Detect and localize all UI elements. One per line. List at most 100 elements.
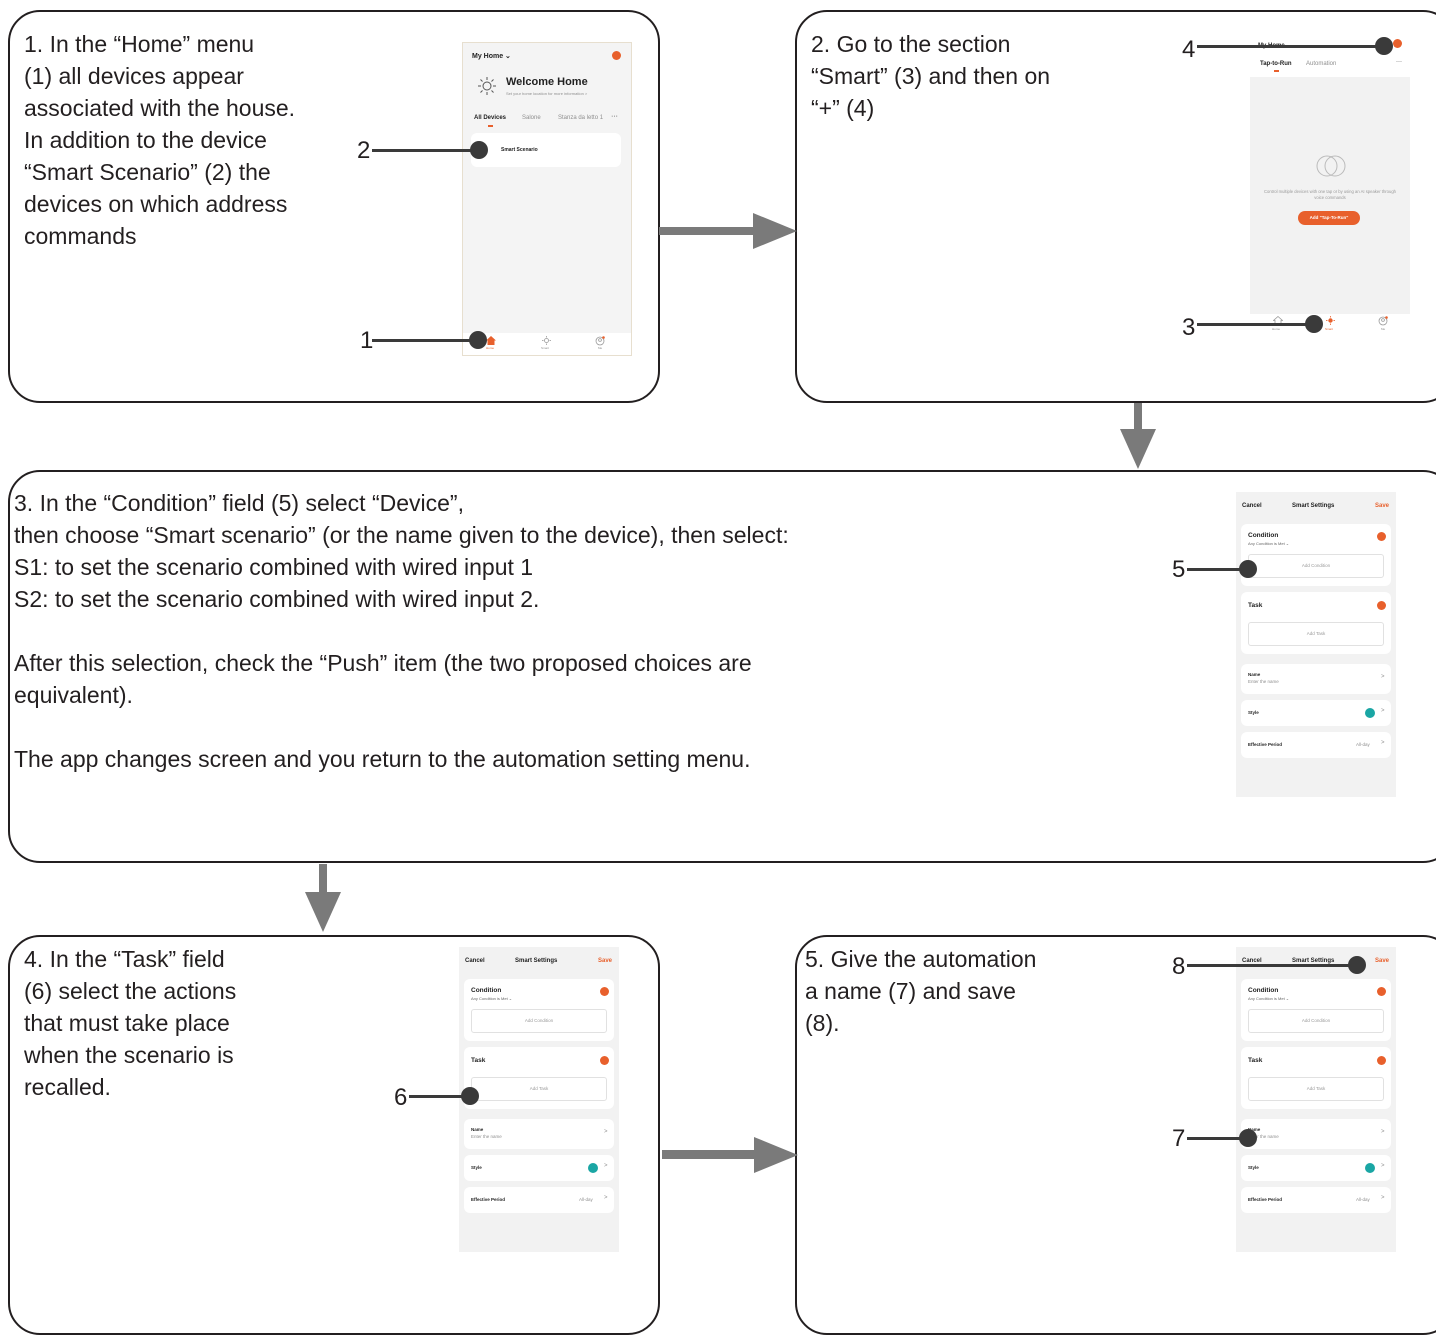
nav-home-label: Home: [1272, 327, 1281, 331]
name-row[interactable]: Name Enter the name >: [1241, 664, 1391, 694]
callout-3: 3: [1182, 314, 1196, 341]
chevron-right-icon: >: [604, 1163, 608, 1169]
add-task-icon[interactable]: [1377, 1056, 1386, 1065]
style-color-dot: [1365, 708, 1375, 718]
style-row[interactable]: Style >: [464, 1155, 614, 1181]
effective-period-row[interactable]: Effective Period All-day >: [1241, 1187, 1391, 1213]
period-value: All-day: [1356, 1197, 1370, 1202]
name-row[interactable]: Name Enter the name >: [464, 1119, 614, 1149]
callout-2: 2: [357, 137, 371, 164]
welcome-title: Welcome Home: [506, 76, 588, 88]
add-task-button[interactable]: Add Task: [471, 1077, 607, 1101]
home-nav-icon[interactable]: [486, 336, 496, 345]
screen-title: Smart Settings: [1292, 503, 1335, 509]
settings-screen: Cancel Smart Settings Save Condition Any…: [1236, 492, 1396, 797]
save-button[interactable]: Save: [598, 958, 613, 964]
add-condition-button[interactable]: Add Condition: [1248, 1009, 1384, 1033]
save-button[interactable]: Save: [1375, 958, 1390, 964]
add-task-button[interactable]: Add Task: [1248, 1077, 1384, 1101]
nav-smart-label: Smart: [1325, 327, 1334, 331]
settings-screen: Cancel Smart Settings Save Condition Any…: [459, 947, 619, 1252]
step-3-panel: [8, 470, 1436, 863]
chevron-right-icon: >: [1381, 674, 1385, 680]
add-task-button[interactable]: Add Task: [1248, 622, 1384, 646]
arrow-down-1: [1120, 403, 1156, 469]
chevron-right-icon: >: [1381, 708, 1385, 714]
more-icon[interactable]: ···: [611, 113, 618, 120]
me-nav-icon[interactable]: [595, 336, 605, 346]
nav-me-label: Me: [1381, 327, 1386, 331]
task-label: Task: [1248, 1057, 1263, 1064]
add-condition-button[interactable]: Add Condition: [471, 1009, 607, 1033]
callout-1: 1: [360, 327, 374, 354]
add-condition-button[interactable]: Add Condition: [1248, 554, 1384, 578]
cancel-button[interactable]: Cancel: [1242, 958, 1262, 964]
welcome-subtitle[interactable]: Set your home location for more informat…: [506, 91, 588, 96]
condition-card: Condition Any Condition is Met ⌄ Add Con…: [1241, 524, 1391, 586]
add-task-icon[interactable]: [1377, 601, 1386, 610]
tab-all-devices[interactable]: All Devices: [474, 115, 507, 121]
style-row[interactable]: Style >: [1241, 700, 1391, 726]
tab-tap-to-run[interactable]: Tap-to-Run: [1260, 61, 1292, 67]
style-color-dot: [588, 1163, 598, 1173]
callout-6-dot: [461, 1087, 479, 1105]
save-button[interactable]: Save: [1375, 503, 1390, 509]
callout-3-line: [1197, 323, 1314, 326]
cancel-button[interactable]: Cancel: [465, 958, 485, 964]
name-field[interactable]: Enter the name: [471, 1134, 502, 1139]
smart-nav-icon[interactable]: [1326, 316, 1335, 325]
style-color-dot: [1365, 1163, 1375, 1173]
tab-underline: [1274, 70, 1279, 72]
add-icon[interactable]: [612, 51, 621, 60]
callout-1-dot: [469, 331, 487, 349]
task-label: Task: [471, 1057, 486, 1064]
arrow-right-1: [659, 213, 797, 249]
name-row[interactable]: Name Enter the name >: [1241, 1119, 1391, 1149]
tab-stanza[interactable]: Stanza da letto 1: [558, 115, 604, 121]
callout-7: 7: [1172, 1125, 1186, 1152]
task-label: Task: [1248, 602, 1263, 609]
tab-salone[interactable]: Salone: [522, 115, 541, 121]
screen-title: Smart Settings: [1292, 958, 1335, 964]
cancel-button[interactable]: Cancel: [1242, 503, 1262, 509]
effective-period-row[interactable]: Effective Period All-day >: [1241, 732, 1391, 758]
nav-home-label: Home: [486, 346, 495, 350]
device-name: Smart Scenario: [501, 147, 538, 153]
effective-period-row[interactable]: Effective Period All-day >: [464, 1187, 614, 1213]
effective-period-label: Effective Period: [471, 1197, 506, 1202]
condition-mode[interactable]: Any Condition is Met ⌄: [1248, 541, 1290, 546]
callout-2-line: [372, 149, 480, 152]
more-icon[interactable]: ···: [1396, 59, 1402, 65]
bottom-nav: Home Smart Me: [1250, 314, 1410, 344]
add-condition-icon[interactable]: [600, 987, 609, 996]
nav-me-label: Me: [598, 346, 603, 350]
add-condition-icon[interactable]: [1377, 532, 1386, 541]
task-card: Task Add Task: [1241, 592, 1391, 654]
condition-mode[interactable]: Any Condition is Met ⌄: [1248, 996, 1290, 1001]
nav-smart-label: Smart: [541, 346, 550, 350]
step-4-text: 4. In the “Task” field (6) select the ac…: [24, 946, 237, 1100]
step-2-text: 2. Go to the section “Smart” (3) and the…: [811, 31, 1051, 121]
tab-underline: [488, 125, 493, 127]
add-task-icon[interactable]: [600, 1056, 609, 1065]
style-label: Style: [471, 1165, 482, 1170]
style-label: Style: [1248, 1165, 1259, 1170]
add-tap-to-run-button[interactable]: Add "Tap-To-Run": [1298, 211, 1360, 225]
add-condition-icon[interactable]: [1377, 987, 1386, 996]
style-row[interactable]: Style >: [1241, 1155, 1391, 1181]
callout-4-line: [1197, 45, 1382, 48]
add-icon[interactable]: [1393, 39, 1402, 48]
smart-nav-icon[interactable]: [542, 336, 551, 345]
callout-6-line: [409, 1095, 471, 1098]
period-value: All-day: [579, 1197, 593, 1202]
condition-mode[interactable]: Any Condition is Met ⌄: [471, 996, 513, 1001]
home-header[interactable]: My Home ⌄: [472, 53, 511, 60]
me-nav-icon[interactable]: [1378, 316, 1388, 326]
name-field[interactable]: Enter the name: [1248, 1134, 1279, 1139]
tab-automation[interactable]: Automation: [1306, 61, 1337, 67]
name-field[interactable]: Enter the name: [1248, 679, 1279, 684]
chevron-right-icon: >: [1381, 740, 1385, 746]
bottom-nav: Home Smart Me: [463, 333, 631, 355]
device-card[interactable]: Smart Scenario: [471, 133, 621, 167]
callout-6: 6: [394, 1084, 408, 1111]
